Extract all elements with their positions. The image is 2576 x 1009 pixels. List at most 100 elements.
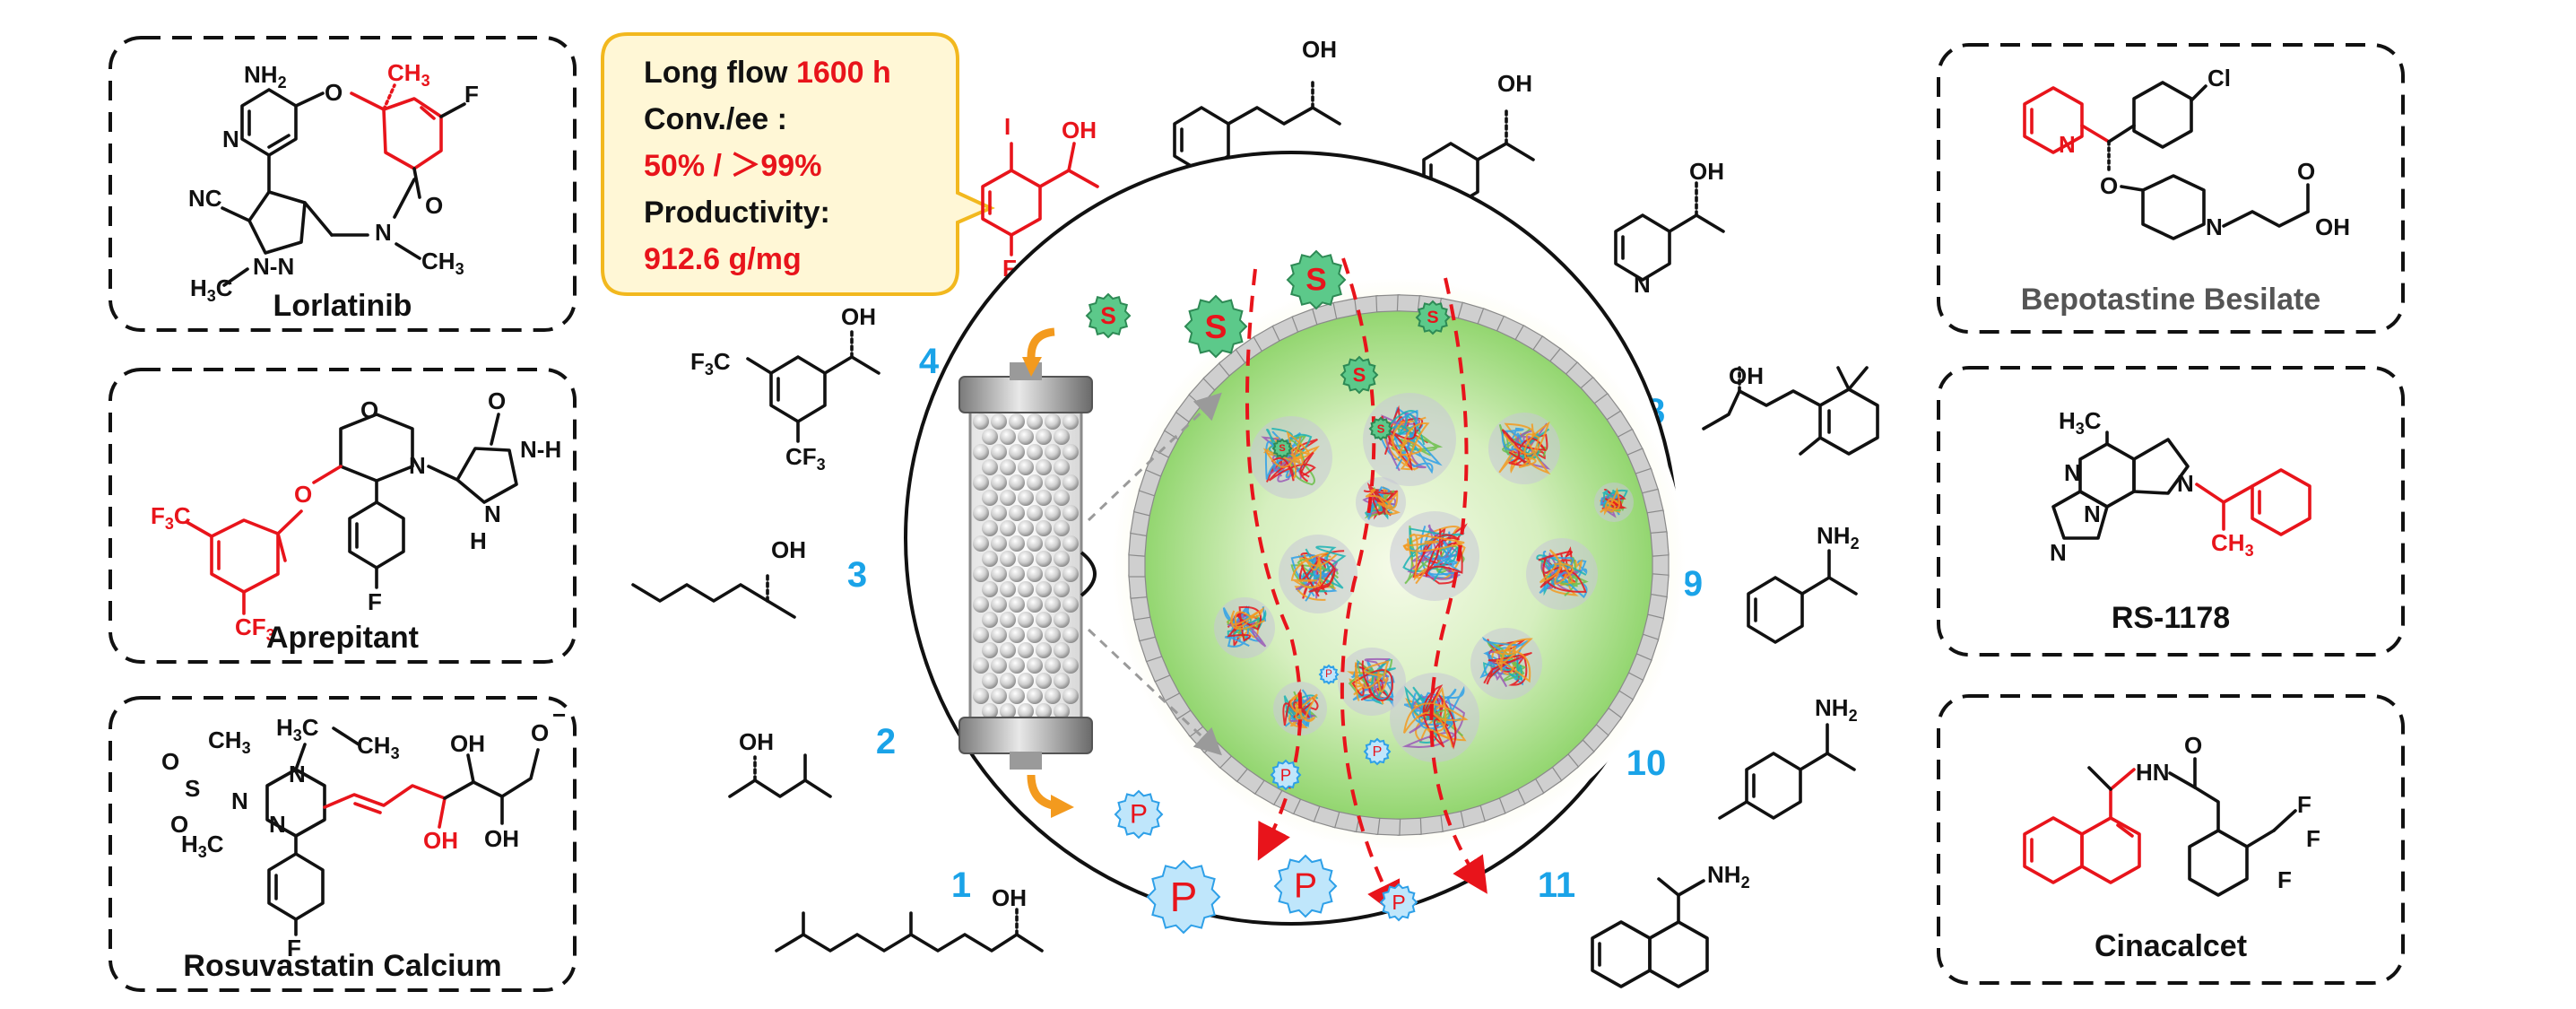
aprepitant-structure: O N O N-H N H O F3C CF3 xyxy=(151,387,561,644)
atom-ch3-red: CH3 xyxy=(387,59,430,90)
bead xyxy=(1036,673,1052,689)
rosuvastatin-structure: CH3 S O O N H3C N N H3C CH3 OH OH OH O xyxy=(161,701,566,961)
substrate-number-3: 3 xyxy=(847,555,867,595)
drug-name-bepotastine: Bepotastine Besilate xyxy=(2021,283,2320,317)
bead xyxy=(1000,490,1016,506)
bead xyxy=(1000,673,1016,689)
bead xyxy=(1036,551,1052,567)
bead xyxy=(1045,413,1061,430)
bead xyxy=(982,642,998,658)
enzyme-strand xyxy=(1290,552,1338,589)
drug-panel-rosuvastatin: CH3 S O O N H3C N N H3C CH3 OH OH OH O xyxy=(108,696,577,992)
product-particle xyxy=(1270,759,1302,791)
callout-line-prod-value: 912.6 g/mg xyxy=(644,242,802,276)
substrate-2: OH 2 xyxy=(728,722,896,798)
bead xyxy=(1000,581,1016,597)
atom-n-rs3: N xyxy=(2050,539,2067,566)
bead xyxy=(1027,413,1043,430)
bead xyxy=(1054,429,1070,445)
enzyme-strand xyxy=(1605,494,1627,509)
bead xyxy=(1009,596,1025,613)
atom-oh-7: OH xyxy=(1689,158,1724,185)
atom-n-pyrazole: N-N xyxy=(253,253,294,280)
atom-oh-2: OH xyxy=(739,728,774,755)
bead xyxy=(1009,566,1025,582)
bead xyxy=(1009,688,1025,704)
atom-oh-6: OH xyxy=(1497,70,1532,97)
enzyme-strand xyxy=(1404,525,1465,585)
atom-oh-1: OH xyxy=(992,884,1027,911)
shell-tile xyxy=(1375,294,1401,313)
bead xyxy=(1062,566,1079,582)
bead xyxy=(1018,612,1034,628)
substrate-particle xyxy=(1085,292,1132,339)
atom-f2: F xyxy=(2306,825,2320,852)
enzyme-strand xyxy=(1538,551,1587,593)
product-particle-label: P xyxy=(1130,800,1148,830)
zoom-arrow-top xyxy=(1087,392,1222,522)
drug-name-aprepitant: Aprepitant xyxy=(266,621,419,655)
bead xyxy=(1009,413,1025,430)
bead xyxy=(1009,535,1025,552)
bead xyxy=(1027,688,1043,704)
bead xyxy=(1027,566,1043,582)
substrate-particle-label: S xyxy=(1377,422,1385,436)
bead xyxy=(1054,490,1070,506)
enzyme-strand xyxy=(1299,557,1336,597)
substrate-11: NH2 11 xyxy=(1538,861,1750,988)
product-particle xyxy=(1114,789,1164,839)
zoom-arrow-bottom xyxy=(1087,628,1222,756)
atom-h3c: H3C xyxy=(190,274,233,305)
bead xyxy=(991,474,1007,491)
droplet-shell xyxy=(1128,294,1670,836)
panel-frame xyxy=(108,368,577,664)
atom-o1: O xyxy=(161,748,179,775)
bead xyxy=(1062,596,1079,613)
bead xyxy=(1009,505,1025,521)
flow-path-1 xyxy=(1245,268,1303,861)
substrate-particle-label: S xyxy=(1353,364,1366,387)
bead xyxy=(1018,459,1034,475)
bead xyxy=(991,688,1007,704)
bead xyxy=(1000,642,1016,658)
bead xyxy=(982,581,998,597)
atom-n-amide: N xyxy=(375,219,392,246)
atom-h3c-rs: H3C xyxy=(2059,407,2102,438)
substrate-particle-label: S xyxy=(1427,308,1438,327)
bead xyxy=(973,566,989,582)
atom-cf3-4: CF3 xyxy=(785,443,826,474)
bead xyxy=(1062,627,1079,643)
panel-frame xyxy=(1937,366,2405,657)
shell-tile xyxy=(1396,817,1422,836)
bead xyxy=(1054,673,1070,689)
enzyme-strand xyxy=(1262,430,1310,479)
atom-oh-5: OH xyxy=(1302,36,1337,63)
bead xyxy=(1000,520,1016,536)
product-particle-label: P xyxy=(1280,766,1291,785)
cinacalcet-structure: HN O F F F xyxy=(2023,732,2320,897)
bead xyxy=(973,444,989,460)
drug-panel-rs1178: H3C N N N N CH3 RS-1178 xyxy=(1937,366,2405,657)
atom-s: S xyxy=(185,775,200,802)
bead xyxy=(1054,703,1070,719)
enzyme-strand xyxy=(1365,489,1401,516)
panel-frame xyxy=(108,36,577,332)
bead xyxy=(1018,581,1034,597)
enzyme-strand xyxy=(1355,660,1390,701)
column-bottom-cap xyxy=(958,717,1093,754)
bead xyxy=(1000,703,1016,719)
enzyme-strand xyxy=(1290,554,1331,602)
atom-o-ether: O xyxy=(325,79,343,106)
flow-path-3 xyxy=(1429,277,1487,894)
bead xyxy=(1036,581,1052,597)
atom-nh2: NH2 xyxy=(244,61,287,91)
bead xyxy=(1000,612,1016,628)
substrate-number-11: 11 xyxy=(1538,865,1575,905)
enzyme-strand xyxy=(1268,451,1316,483)
bead xyxy=(1027,444,1043,460)
bead xyxy=(1045,535,1061,552)
atom-n-pip: N xyxy=(2206,213,2223,240)
bead xyxy=(1054,459,1070,475)
